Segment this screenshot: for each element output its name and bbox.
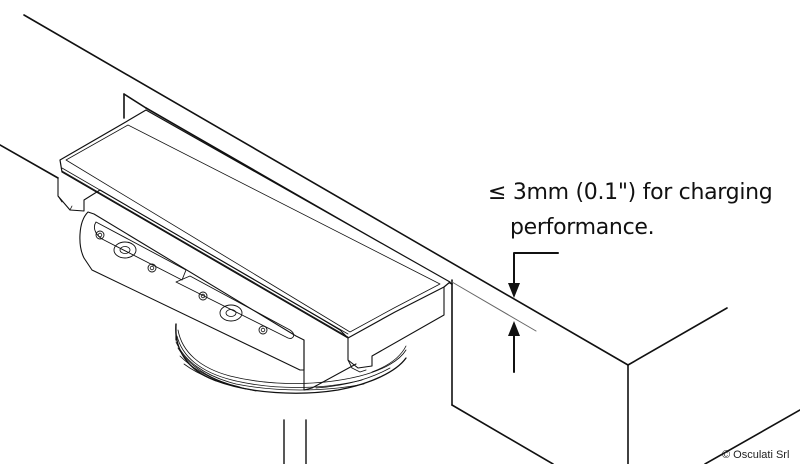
- gap-annotation-line2: performance.: [510, 215, 655, 240]
- gap-dimension-arrows: [508, 252, 559, 373]
- arrow-up-icon: [508, 321, 520, 336]
- charger-device: [57, 109, 451, 391]
- arrow-down-icon: [508, 283, 520, 298]
- threaded-body: [175, 323, 407, 394]
- gap-reference-line: [451, 281, 537, 332]
- copyright-notice: © Osculati Srl: [722, 449, 790, 461]
- gap-annotation-line1: ≤ 3mm (0.1") for charging: [488, 180, 773, 205]
- cable: [283, 419, 307, 464]
